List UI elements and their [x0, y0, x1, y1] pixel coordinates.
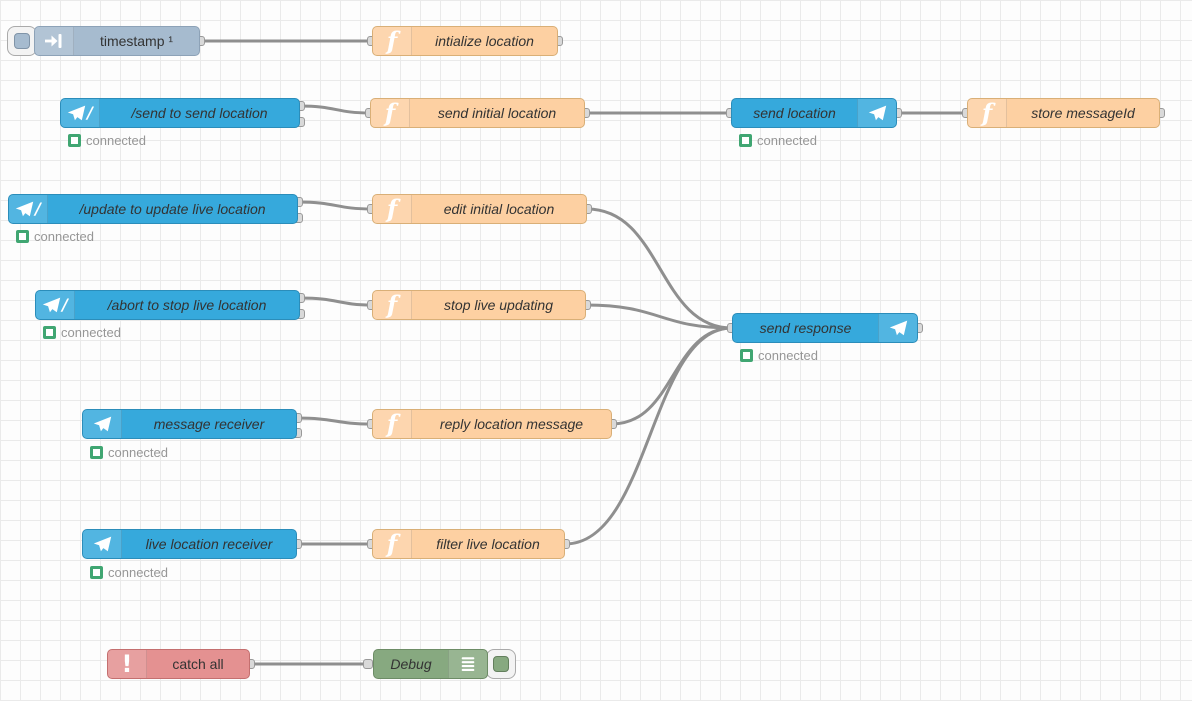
status-connected: connected: [43, 325, 121, 340]
status-connected: connected: [68, 133, 146, 148]
status-dot: [43, 326, 56, 339]
node-label: /send to send location: [131, 105, 268, 121]
telegram-icon: [83, 530, 122, 558]
node-send-initial-location[interactable]: f send initial location: [370, 98, 585, 128]
node-send-response[interactable]: send response: [732, 313, 918, 343]
status-dot: [740, 349, 753, 362]
node-reply-location-message[interactable]: f reply location message: [372, 409, 612, 439]
function-icon: f: [371, 99, 410, 127]
function-icon: f: [373, 530, 412, 558]
function-icon: f: [373, 27, 412, 55]
telegram-icon: [857, 99, 896, 127]
status-text: connected: [758, 348, 818, 363]
input-port[interactable]: [363, 659, 373, 669]
function-icon: f: [373, 291, 412, 319]
catch-icon: !: [108, 650, 147, 678]
node-edit-initial-location[interactable]: f edit initial location: [372, 194, 587, 224]
node-label: /update to update live location: [79, 201, 266, 217]
node-timestamp[interactable]: timestamp ¹: [34, 26, 200, 56]
node-stop-live-updating[interactable]: f stop live updating: [372, 290, 586, 320]
node-label: send initial location: [437, 105, 557, 121]
wire[interactable]: [299, 296, 373, 307]
telegram-command-icon: /: [9, 195, 48, 223]
status-text: connected: [61, 325, 121, 340]
status-connected: connected: [90, 565, 168, 580]
status-dot: [16, 230, 29, 243]
node-update-command[interactable]: / /update to update live location: [8, 194, 298, 224]
status-connected: connected: [90, 445, 168, 460]
debug-toggle-square: [493, 656, 509, 672]
node-abort-command[interactable]: / /abort to stop live location: [35, 290, 300, 320]
node-label: store messageId: [1031, 105, 1135, 121]
node-debug[interactable]: Debug: [373, 649, 488, 679]
node-label: live location receiver: [145, 536, 273, 552]
status-text: connected: [757, 133, 817, 148]
status-text: connected: [86, 133, 146, 148]
wire[interactable]: [299, 104, 371, 115]
node-label: intialize location: [435, 33, 534, 49]
node-label: timestamp ¹: [99, 33, 174, 49]
wire[interactable]: [296, 416, 373, 426]
telegram-command-icon: /: [36, 291, 75, 319]
telegram-icon: [878, 314, 917, 342]
wire[interactable]: [585, 303, 733, 330]
debug-toggle-button[interactable]: [486, 649, 516, 679]
debug-list-icon: [448, 650, 487, 678]
status-connected: connected: [740, 348, 818, 363]
function-icon: f: [373, 195, 412, 223]
node-label: edit initial location: [443, 201, 555, 217]
wire[interactable]: [586, 207, 733, 330]
inject-button[interactable]: [7, 26, 37, 56]
slash-icon: /: [35, 199, 41, 218]
status-text: connected: [108, 565, 168, 580]
node-label: send response: [759, 320, 852, 336]
node-send-command[interactable]: / /send to send location: [60, 98, 300, 128]
node-label: send location: [753, 105, 836, 121]
node-store-messageid[interactable]: f store messageId: [967, 98, 1160, 128]
status-dot: [68, 134, 81, 147]
node-send-location[interactable]: send location: [731, 98, 897, 128]
telegram-command-icon: /: [61, 99, 100, 127]
slash-icon: /: [62, 295, 68, 314]
node-label: message receiver: [153, 416, 265, 432]
status-dot: [739, 134, 752, 147]
node-label: /abort to stop live location: [107, 297, 267, 313]
node-label: reply location message: [439, 416, 584, 432]
status-dot: [90, 446, 103, 459]
node-catch-all[interactable]: ! catch all: [107, 649, 250, 679]
node-label: stop live updating: [444, 297, 553, 313]
node-live-location-receiver[interactable]: live location receiver: [82, 529, 297, 559]
wire[interactable]: [297, 200, 373, 211]
node-label: filter live location: [436, 536, 540, 552]
node-intialize-location[interactable]: f intialize location: [372, 26, 558, 56]
wire[interactable]: [564, 326, 733, 546]
slash-icon: /: [87, 103, 93, 122]
node-label: Debug: [390, 656, 432, 672]
node-label: catch all: [172, 656, 224, 672]
wire[interactable]: [611, 326, 733, 426]
node-filter-live-location[interactable]: f filter live location: [372, 529, 565, 559]
status-connected: connected: [739, 133, 817, 148]
status-text: connected: [34, 229, 94, 244]
telegram-icon: [83, 410, 122, 438]
node-message-receiver[interactable]: message receiver: [82, 409, 297, 439]
status-dot: [90, 566, 103, 579]
inject-arrow-icon: [35, 27, 74, 55]
function-icon: f: [968, 99, 1007, 127]
inject-button-square: [14, 33, 30, 49]
status-connected: connected: [16, 229, 94, 244]
function-icon: f: [373, 410, 412, 438]
status-text: connected: [108, 445, 168, 460]
